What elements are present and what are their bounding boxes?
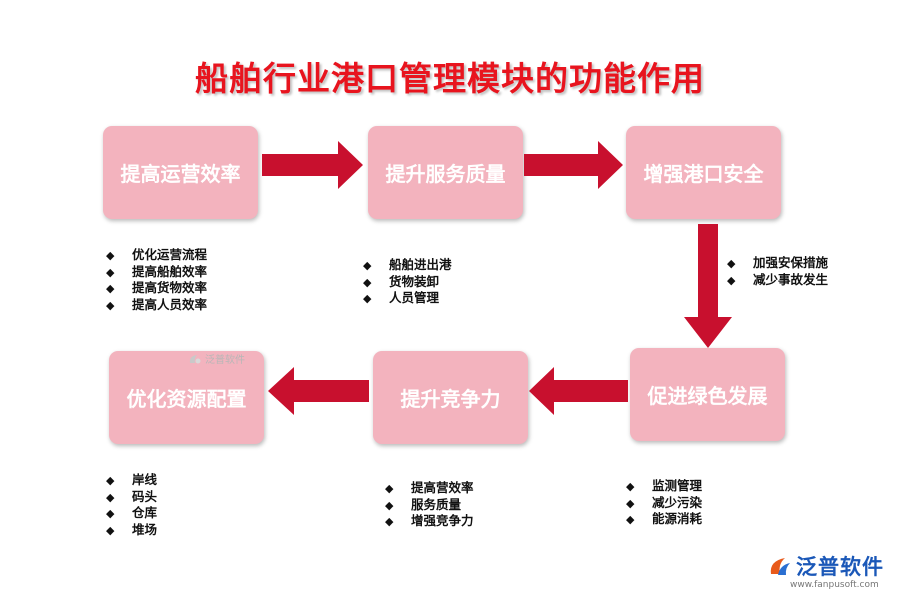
diamond-bullet-icon: ◆ — [626, 496, 635, 510]
list-item: ◆服务质量 — [385, 497, 474, 514]
list-item: ◆提高货物效率 — [106, 280, 207, 297]
list-item: ◆减少污染 — [626, 495, 702, 512]
diagram-title: 船舶行业港口管理模块的功能作用 — [195, 59, 705, 98]
watermark-text: 泛普软件 — [205, 355, 245, 366]
list-item: ◆优化运营流程 — [106, 247, 207, 264]
list-item: ◆货物装卸 — [363, 274, 452, 291]
box-improve-service-quality: 提升服务质量 — [368, 126, 523, 219]
diamond-bullet-icon: ◆ — [626, 513, 635, 526]
diamond-bullet-icon: ◆ — [385, 482, 394, 495]
box-optimize-resource-allocation: 优化资源配置 — [109, 351, 264, 444]
fanpu-logo-icon — [770, 558, 790, 575]
brand-name: 泛普软件 — [796, 555, 884, 579]
list-port-safety: ◆加强安保措施 ◆减少事故发生 — [727, 255, 828, 288]
list-item: ◆能源消耗 — [626, 511, 702, 528]
fanpu-logo-icon — [189, 354, 201, 363]
arrow-down — [684, 224, 732, 348]
arrow-left-2 — [268, 367, 369, 415]
diamond-bullet-icon: ◆ — [363, 259, 372, 272]
list-item: ◆码头 — [106, 489, 157, 506]
diamond-bullet-icon: ◆ — [727, 273, 736, 287]
diamond-bullet-icon: ◆ — [106, 265, 115, 279]
list-item: ◆减少事故发生 — [727, 272, 828, 289]
arrow-right-2 — [524, 141, 623, 189]
diamond-bullet-icon: ◆ — [385, 515, 394, 528]
diamond-bullet-icon: ◆ — [106, 298, 115, 312]
arrow-right-1 — [262, 141, 363, 189]
list-item: ◆加强安保措施 — [727, 255, 828, 272]
diamond-bullet-icon: ◆ — [106, 507, 115, 520]
box-improve-operating-efficiency: 提高运营效率 — [103, 126, 258, 219]
brand-logo: 泛普软件 — [768, 551, 884, 581]
list-item: ◆堆场 — [106, 522, 157, 539]
box-promote-green-development: 促进绿色发展 — [630, 348, 785, 441]
list-competitiveness: ◆提高营效率 ◆服务质量 ◆增强竞争力 — [385, 480, 474, 530]
box-improve-competitiveness: 提升竞争力 — [373, 351, 528, 444]
diamond-bullet-icon: ◆ — [727, 257, 736, 270]
list-resource-allocation: ◆岸线 ◆码头 ◆仓库 ◆堆场 — [106, 472, 157, 538]
diamond-bullet-icon: ◆ — [106, 249, 115, 262]
diamond-bullet-icon: ◆ — [626, 480, 635, 493]
brand-url: www.fanpusoft.com — [790, 580, 879, 590]
list-item: ◆提高人员效率 — [106, 297, 207, 314]
diamond-bullet-icon: ◆ — [363, 275, 372, 289]
diamond-bullet-icon: ◆ — [106, 474, 115, 487]
diamond-bullet-icon: ◆ — [106, 282, 115, 295]
list-green-development: ◆监测管理 ◆减少污染 ◆能源消耗 — [626, 478, 702, 528]
list-item: ◆岸线 — [106, 472, 157, 489]
list-item: ◆人员管理 — [363, 290, 452, 307]
list-item: ◆监测管理 — [626, 478, 702, 495]
diamond-bullet-icon: ◆ — [363, 292, 372, 305]
list-operating-efficiency: ◆优化运营流程 ◆提高船舶效率 ◆提高货物效率 ◆提高人员效率 — [106, 247, 207, 313]
list-service-quality: ◆船舶进出港 ◆货物装卸 ◆人员管理 — [363, 257, 452, 307]
list-item: ◆船舶进出港 — [363, 257, 452, 274]
diamond-bullet-icon: ◆ — [106, 523, 115, 537]
list-item: ◆提高船舶效率 — [106, 264, 207, 281]
arrow-left-1 — [529, 367, 628, 415]
diamond-bullet-icon: ◆ — [106, 490, 115, 504]
box-enhance-port-safety: 增强港口安全 — [626, 126, 781, 219]
diamond-bullet-icon: ◆ — [385, 498, 394, 512]
list-item: ◆仓库 — [106, 505, 157, 522]
list-item: ◆提高营效率 — [385, 480, 474, 497]
watermark: 泛普软件 — [188, 351, 245, 366]
list-item: ◆增强竞争力 — [385, 513, 474, 530]
